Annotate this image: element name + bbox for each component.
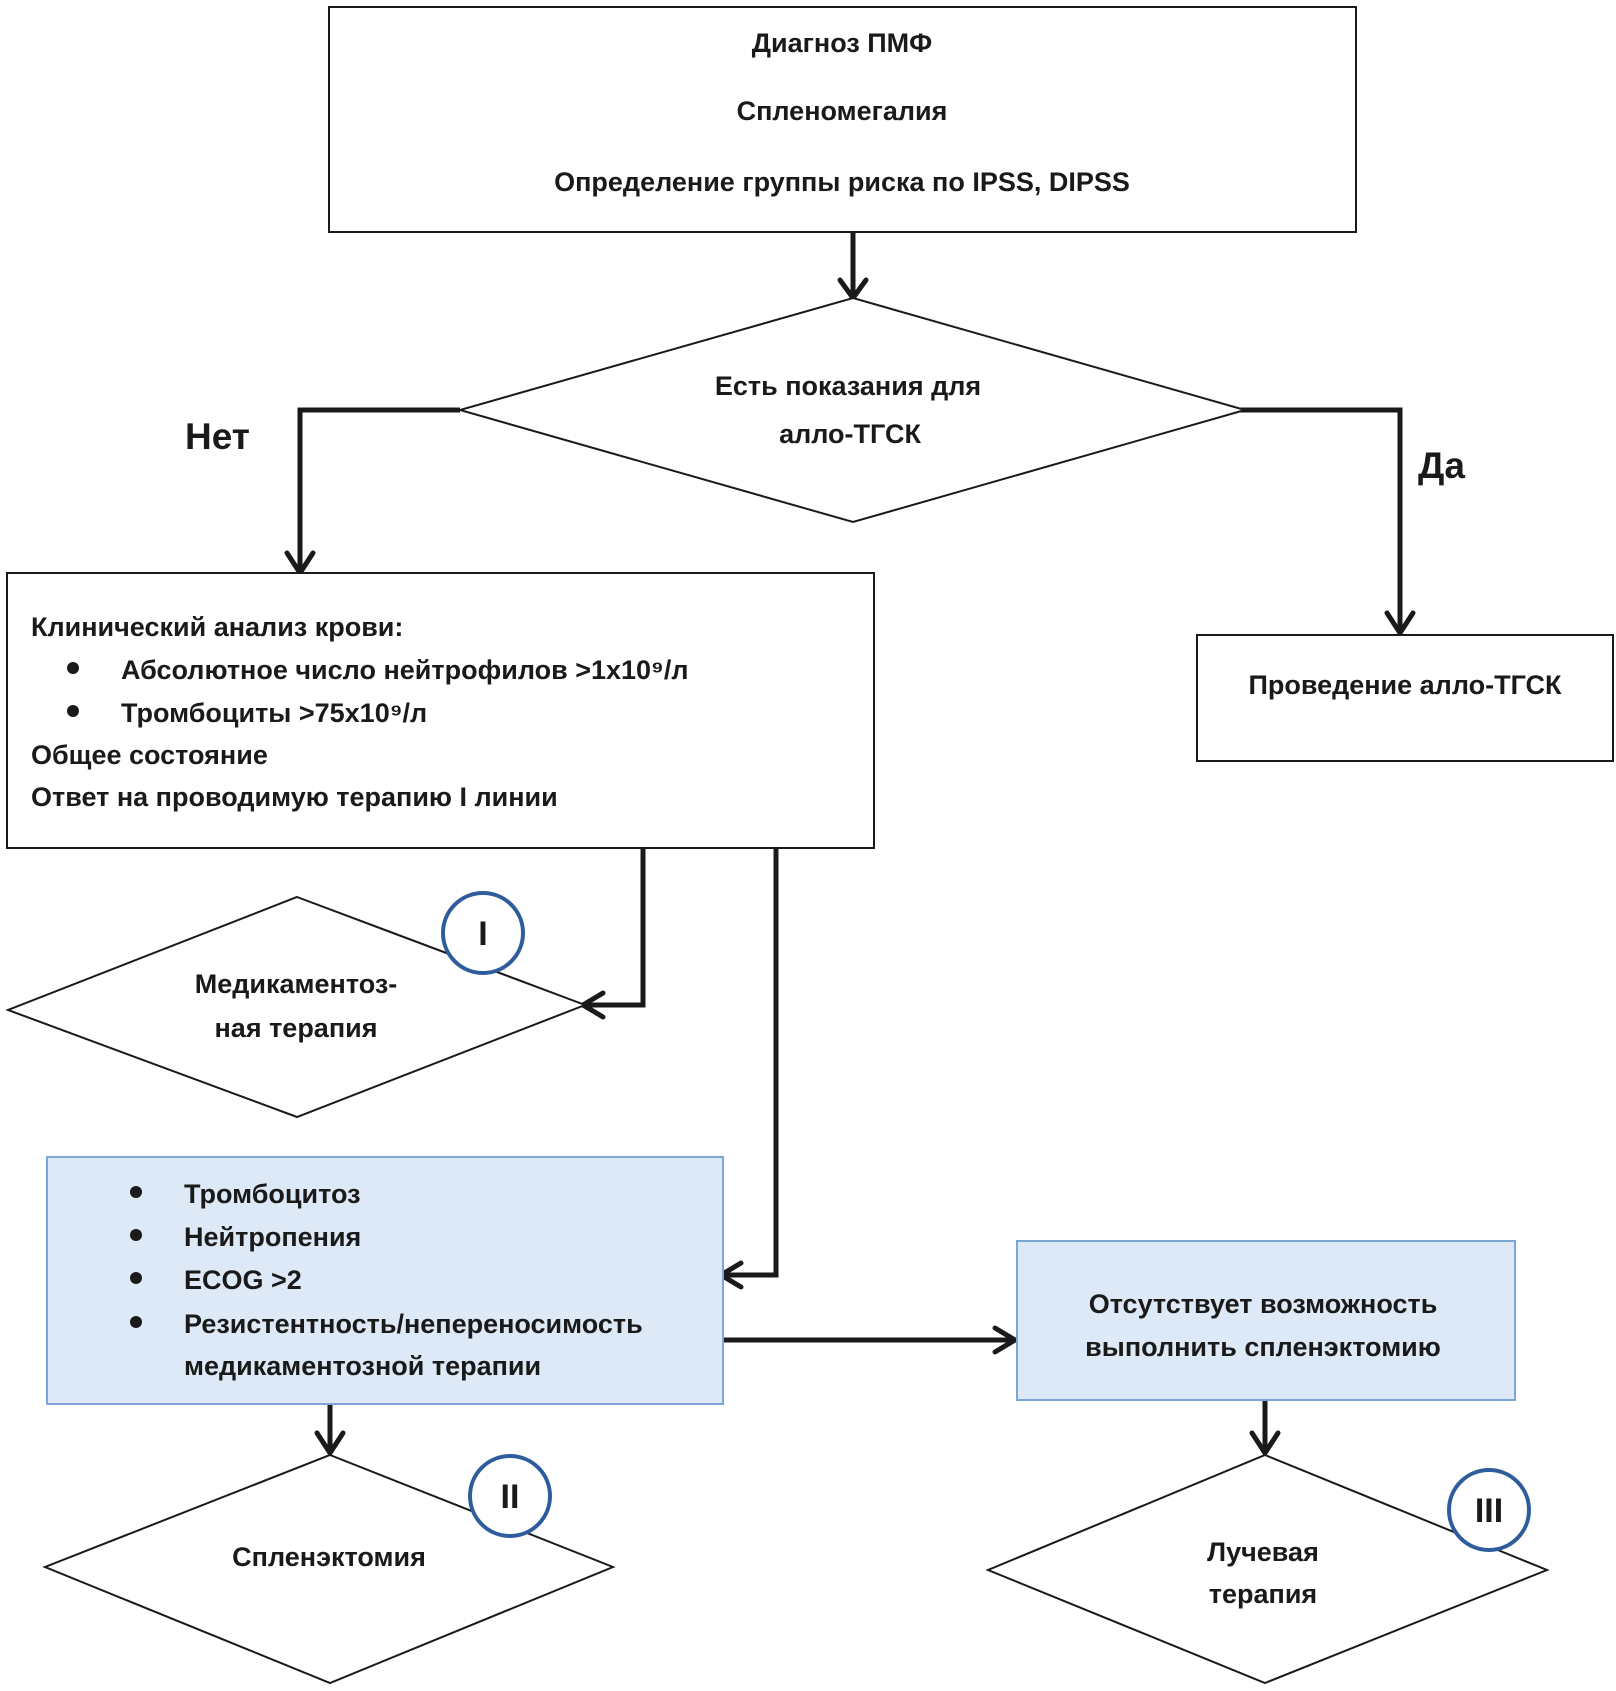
blood-bullet-1: Абсолютное число нейтрофилов >1x10⁹/л <box>121 655 689 685</box>
step-one-badge: I <box>441 891 525 975</box>
splenectomy-label: Спленэктомия <box>232 1542 426 1572</box>
blood-line-4: Ответ на проводимую терапию I линии <box>31 782 558 812</box>
allo-decision-line-2: алло-ТГСК <box>779 419 921 449</box>
arrowhead-splenectomy <box>314 1430 346 1456</box>
blood-bullet-dot-2 <box>67 705 79 717</box>
radiation-line-1: Лучевая <box>1207 1537 1319 1567</box>
criteria-bullet-4-line-2: медикаментозной терапии <box>184 1351 541 1381</box>
criteria-bullet-dot-2 <box>130 1229 142 1241</box>
drug-therapy-line-1: Медикаментоз- <box>195 969 398 999</box>
allo-decision-line-1: Есть показания для <box>715 371 981 401</box>
arrow-blood-to-criteria <box>723 848 779 1278</box>
no-splenectomy-box: Отсутствует возможность выполнить спленэ… <box>1016 1240 1516 1401</box>
blood-bullet-dot-1 <box>67 662 79 674</box>
criteria-bullet-1: Тромбоцитоз <box>184 1179 361 1209</box>
criteria-bullet-2: Нейтропения <box>184 1222 361 1252</box>
step-two-number: II <box>501 1478 520 1516</box>
arrowhead-transplant <box>1384 610 1416 636</box>
no-splenectomy-line-2: выполнить спленэктомию <box>1085 1332 1441 1362</box>
transplant-box: Проведение алло-ТГСК <box>1196 634 1614 762</box>
blood-line-3: Общее состояние <box>31 740 268 770</box>
blood-title: Клинический анализ крови: <box>31 612 403 642</box>
radiation-therapy-decision: Лучевая терапия <box>985 1453 1550 1685</box>
diagnosis-line-3: Определение группы риска по IPSS, DIPSS <box>554 167 1130 197</box>
arrow-allo-to-blood-no <box>297 407 460 570</box>
branch-label-yes: Да <box>1418 445 1465 486</box>
criteria-bullet-3: ECOG >2 <box>184 1265 302 1295</box>
criteria-bullet-4-line-1: Резистентность/непереносимость <box>184 1309 643 1339</box>
step-three-number: III <box>1475 1492 1503 1530</box>
arrowhead-no-splenectomy <box>992 1325 1018 1355</box>
blood-bullet-2: Тромбоциты >75x10⁹/л <box>121 698 427 728</box>
criteria-bullet-dot-3 <box>130 1272 142 1284</box>
step-one-number: I <box>478 915 487 953</box>
splenectomy-decision: Спленэктомия <box>42 1453 616 1685</box>
criteria-bullet-dot-4 <box>130 1316 142 1328</box>
diagnosis-line-1: Диагноз ПМФ <box>752 28 932 58</box>
arrowhead-radiation <box>1249 1430 1281 1456</box>
arrow-allo-to-transplant-yes <box>1240 407 1403 630</box>
step-three-badge: III <box>1447 1468 1531 1552</box>
connectors <box>297 232 1403 1450</box>
step-two-badge: II <box>468 1454 552 1538</box>
criteria-bullet-dot-1 <box>130 1186 142 1198</box>
diagnosis-box: Диагноз ПМФ Спленомегалия Определение гр… <box>328 6 1357 233</box>
no-splenectomy-line-1: Отсутствует возможность <box>1089 1289 1438 1319</box>
blood-analysis-box: Клинический анализ крови: Абсолютное чис… <box>6 572 875 849</box>
arrow-blood-to-drug <box>585 848 646 1008</box>
transplant-label: Проведение алло-ТГСК <box>1248 670 1562 700</box>
diagnosis-line-2: Спленомегалия <box>737 96 948 126</box>
drug-therapy-line-2: ная терапия <box>215 1013 378 1043</box>
criteria-box: Тромбоцитоз Нейтропения ECOG >2 Резистен… <box>46 1156 724 1405</box>
branch-label-no: Нет <box>185 416 250 457</box>
allo-decision: Есть показания для алло-ТГСК <box>456 296 1249 524</box>
radiation-line-2: терапия <box>1209 1579 1317 1609</box>
